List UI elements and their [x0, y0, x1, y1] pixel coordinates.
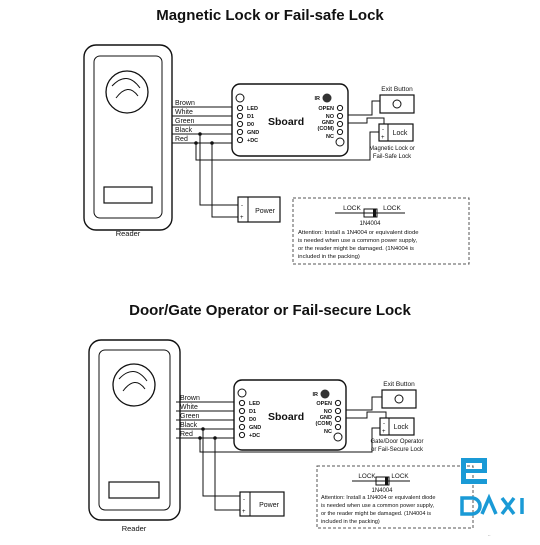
lock-caption: Magnetic Lock or: [369, 146, 415, 152]
pin-label: LED: [247, 106, 258, 112]
ir-label: IR: [313, 392, 319, 398]
svg-text:+: +: [381, 135, 385, 141]
power-supply: - +: [237, 196, 281, 223]
pin-label: NC: [326, 134, 334, 140]
pin-label: D0: [247, 122, 254, 128]
lock-device: - +: [378, 123, 414, 142]
pin-label: (COM): [318, 126, 335, 132]
lock-label: Lock: [393, 130, 408, 137]
diode-note: [292, 197, 470, 265]
wire-label: Black: [180, 422, 198, 429]
diode-icon: [373, 209, 376, 217]
diode-label: 1N4004: [371, 488, 393, 494]
wire-label: White: [175, 109, 193, 116]
pin-label: D0: [249, 417, 256, 423]
reader-device: [83, 44, 173, 231]
pin-label: NO: [326, 114, 335, 120]
card-slot: [103, 186, 153, 204]
ir-sensor-icon: [322, 93, 332, 103]
power-label: Power: [259, 502, 280, 509]
note-text: included in the packing): [321, 519, 380, 525]
ir-sensor-icon: [320, 389, 330, 399]
wire-label: Black: [175, 127, 193, 134]
reader-label: Reader: [122, 524, 147, 533]
note-text: is needed when use a common power supply…: [321, 503, 435, 509]
pin-label: NO: [324, 409, 333, 415]
note-text: Attention: Install a 1N4004 or equivalen…: [321, 495, 435, 501]
brand-logo: DAXI: [458, 456, 540, 540]
lock-caption: or Fail-Secure Lock: [371, 447, 424, 453]
pin-label: +DC: [247, 138, 258, 144]
brand-logo-icon: DAXI: [460, 458, 524, 537]
note-lock-label: LOCK: [391, 473, 409, 480]
lock-caption: Gate/Door Operator: [370, 439, 423, 445]
wire-label: Green: [180, 413, 200, 420]
wire-label: Red: [175, 136, 188, 143]
wire-label: Brown: [180, 395, 200, 402]
note-text: included in the packing): [298, 254, 360, 260]
card-slot: [108, 481, 160, 499]
svg-text:-: -: [243, 497, 245, 503]
svg-text:+: +: [242, 509, 246, 515]
exit-button-label: Exit Button: [383, 381, 415, 388]
diode-label: 1N4004: [359, 221, 381, 227]
note-lock-label: LOCK: [383, 205, 401, 212]
note-text: or the reader might be damaged. (1N4004 …: [298, 246, 414, 252]
note-lock-label: LOCK: [358, 473, 376, 480]
note-text: or the reader might be damaged. (1N4004 …: [321, 511, 431, 517]
svg-text:+: +: [240, 215, 244, 221]
note-text: Attention: Install a 1N4004 or equivalen…: [298, 230, 419, 236]
pin-label: D1: [249, 409, 256, 415]
svg-text:-: -: [382, 127, 384, 133]
fingerprint-sensor-icon: [112, 363, 156, 407]
pin-label: D1: [247, 114, 254, 120]
reader-label: Reader: [116, 229, 141, 238]
diagram-1-title: Magnetic Lock or Fail-safe Lock: [156, 7, 384, 24]
pin-label: GND: [247, 130, 259, 136]
svg-text:-: -: [241, 203, 243, 209]
wire-label: Red: [180, 431, 193, 438]
brand-logo-text: DAXI: [488, 534, 491, 537]
pin-label: GND: [320, 415, 332, 421]
diagram-2: Reader Brown White Green Black Red: [88, 339, 474, 533]
wire-label: Brown: [175, 100, 195, 107]
pin-label: NC: [324, 429, 332, 435]
ir-label: IR: [315, 96, 321, 102]
pin-label: OPEN: [318, 106, 334, 112]
lock-label: Lock: [394, 424, 409, 431]
exit-button-device: [379, 94, 415, 114]
power-label: Power: [255, 208, 276, 215]
note-text: is needed when use a common power supply…: [298, 238, 417, 244]
pin-label: OPEN: [316, 401, 332, 407]
fingerprint-sensor-icon: [105, 70, 149, 114]
board-name: Sboard: [268, 116, 304, 128]
wire-label: White: [180, 404, 198, 411]
svg-text:+: +: [382, 429, 386, 435]
diode-icon: [385, 477, 388, 485]
svg-text:-: -: [383, 421, 385, 427]
controller-board: [231, 83, 349, 157]
pin-label: GND: [322, 120, 334, 126]
pin-label: (COM): [316, 421, 333, 427]
note-lock-label: LOCK: [343, 205, 361, 212]
diagram-2-title: Door/Gate Operator or Fail-secure Lock: [129, 302, 411, 319]
pin-label: LED: [249, 401, 260, 407]
lock-device: - +: [379, 417, 415, 436]
reader-device: [88, 339, 181, 521]
wire-label: Green: [175, 118, 195, 125]
lock-caption: Fail-Safe Lock: [373, 154, 412, 160]
board-name: Sboard: [268, 411, 304, 423]
controller-board: [233, 379, 347, 451]
power-supply: - +: [239, 491, 285, 517]
exit-button-label: Exit Button: [381, 86, 413, 93]
pin-label: GND: [249, 425, 261, 431]
exit-button-device: [381, 389, 417, 409]
pin-label: +DC: [249, 433, 260, 439]
diagram-1: Reader Brown White Green Black Red: [83, 44, 470, 265]
